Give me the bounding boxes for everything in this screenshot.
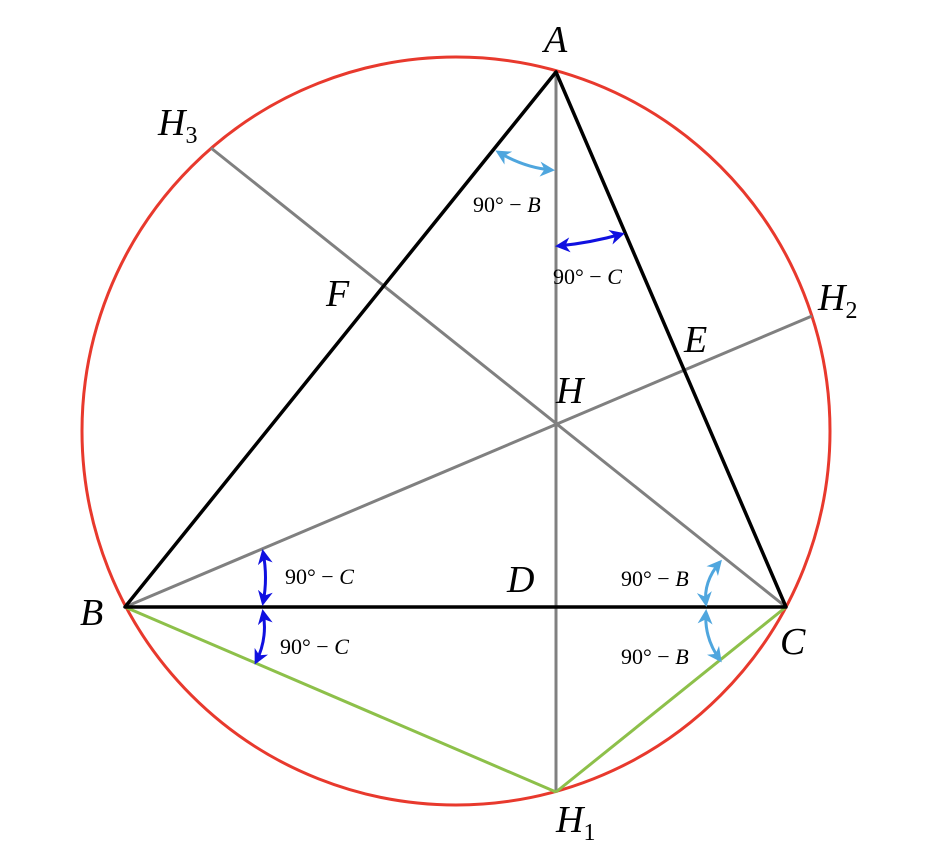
angle-label-c1: 90° − B	[621, 566, 689, 591]
altitude-B-H2	[124, 314, 813, 609]
angle-label-b1: 90° − C	[285, 564, 354, 589]
angle-arrow-A-B	[495, 150, 555, 177]
label-B: B	[80, 592, 103, 634]
label-H1: H1	[555, 799, 595, 846]
circumcircle	[80, 55, 832, 807]
label-F: F	[325, 273, 350, 315]
angle-arrow-A-C	[555, 230, 625, 253]
label-E: E	[683, 319, 707, 361]
angle-arrow-C-upper	[696, 559, 722, 607]
angle-arrow-C-lower	[697, 609, 722, 663]
angle-label-a2: 90° − C	[553, 264, 622, 289]
label-H: H	[555, 370, 586, 412]
angle-label-a1: 90° − B	[473, 192, 541, 217]
angle-arrow-B-lower	[254, 609, 273, 665]
angle-arrow-B-upper	[257, 549, 273, 606]
angle-label-c2: 90° − B	[621, 644, 689, 669]
segment-B-H1	[124, 605, 557, 794]
label-H3: H3	[157, 102, 197, 149]
segment-C-H1	[555, 605, 787, 794]
altitude-C-H3	[210, 146, 787, 609]
label-C: C	[780, 621, 806, 663]
angle-label-b2: 90° − C	[280, 634, 349, 659]
label-H2: H2	[817, 277, 857, 324]
label-D: D	[506, 559, 534, 601]
triangle-ABC	[123, 70, 788, 609]
label-A: A	[541, 19, 568, 61]
